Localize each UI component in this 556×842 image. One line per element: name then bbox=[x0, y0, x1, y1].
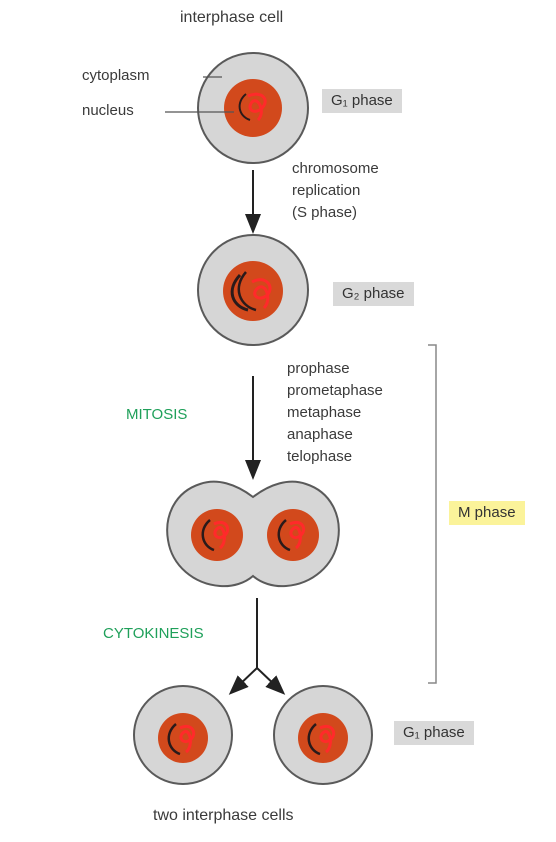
g2-cell bbox=[197, 234, 309, 346]
cytokinesis-label: CYTOKINESIS bbox=[103, 625, 204, 642]
daughter-cell-left bbox=[133, 685, 233, 785]
cytokinesis-arrow-right bbox=[256, 667, 286, 695]
g1-phase-top-label: G₁ phase bbox=[322, 89, 402, 113]
mitosis-stages-list: prophase prometaphase metaphase anaphase… bbox=[287, 358, 383, 468]
cytokinesis-arrow-left bbox=[228, 667, 258, 695]
nucleus-label: nucleus bbox=[82, 102, 134, 119]
m-phase-bracket bbox=[428, 344, 437, 684]
replication-text: chromosome replication (S phase) bbox=[292, 158, 379, 224]
stage-prophase: prophase bbox=[287, 360, 350, 377]
replication-line-1: chromosome bbox=[292, 160, 379, 177]
replication-line-2: replication bbox=[292, 182, 361, 199]
dividing-cell bbox=[166, 480, 340, 588]
g1-phase-bottom-label: G₁ phase bbox=[394, 721, 474, 745]
chromosome-g1 bbox=[247, 92, 267, 122]
nucleus-g1 bbox=[224, 79, 282, 137]
interphase-cell-g1 bbox=[197, 52, 309, 164]
stage-metaphase: metaphase bbox=[287, 404, 362, 421]
bottom-title: two interphase cells bbox=[153, 807, 294, 824]
cytoplasm-label: cytoplasm bbox=[82, 67, 150, 84]
g2-phase-label: G₂ phase bbox=[333, 282, 414, 306]
stage-prometaphase: prometaphase bbox=[287, 382, 383, 399]
m-phase-label: M phase bbox=[449, 501, 525, 525]
replication-line-3: (S phase) bbox=[292, 204, 358, 221]
stage-telophase: telophase bbox=[287, 448, 353, 465]
top-title: interphase cell bbox=[180, 9, 284, 26]
mitosis-label: MITOSIS bbox=[126, 406, 188, 423]
chromosome-g2 bbox=[251, 278, 272, 310]
daughter-cell-right bbox=[273, 685, 373, 785]
stage-anaphase: anaphase bbox=[287, 426, 353, 443]
